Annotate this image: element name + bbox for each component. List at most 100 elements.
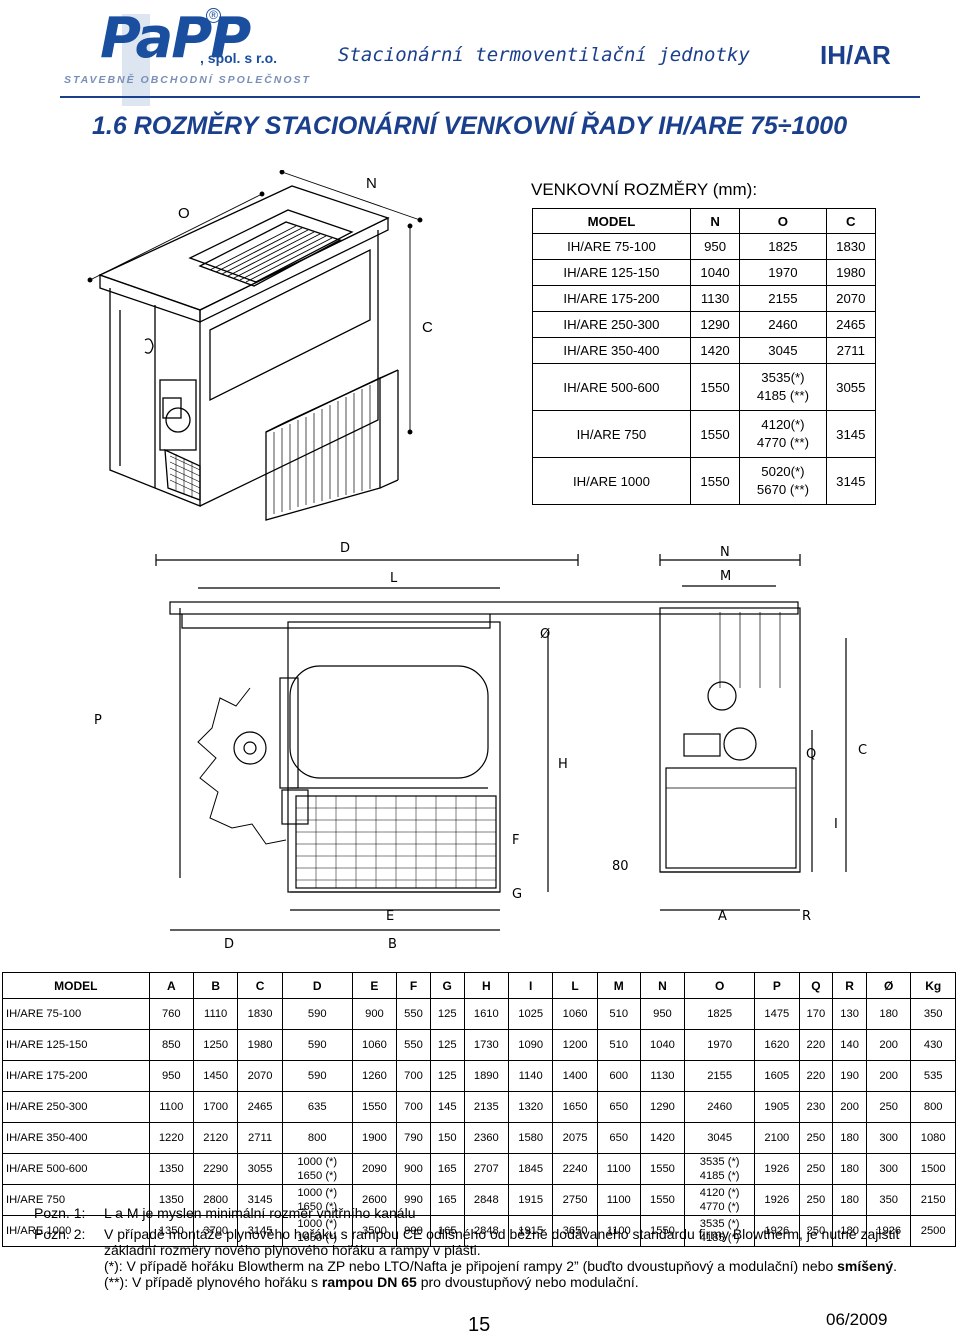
table-cell: 900	[396, 1153, 431, 1185]
table-cell: 125	[429, 1029, 465, 1061]
col-header: MODEL	[2, 972, 150, 999]
cell-line: 590	[307, 1008, 327, 1020]
table-cell: 1350	[148, 1184, 194, 1216]
table-cell: IH/ARE 175-200	[532, 285, 691, 312]
table-cell: 510	[596, 998, 641, 1030]
diagram2-label: 80	[612, 859, 629, 874]
table-cell: 550	[396, 1029, 431, 1061]
diagram2-label: F	[512, 833, 519, 848]
col-header: MODEL	[532, 208, 691, 234]
table-cell: 140	[832, 1029, 867, 1061]
table-cell: 300	[865, 1153, 912, 1185]
table-cell: 3500	[351, 1215, 398, 1247]
table-cell: 230	[798, 1091, 834, 1123]
table-cell: 180	[832, 1153, 867, 1185]
table-cell: 1610	[463, 998, 509, 1030]
table-cell: 510	[596, 1029, 641, 1061]
registered-icon: ®	[206, 8, 221, 23]
table-cell: 1090	[507, 1029, 554, 1061]
table-cell: 3045	[684, 1122, 756, 1154]
table-cell: 1060	[351, 1029, 398, 1061]
table-cell: 600	[596, 1060, 641, 1092]
table-cell: 1350	[148, 1215, 194, 1247]
table-cell: 1980	[237, 1029, 283, 1061]
diagram1-label-c: C	[422, 319, 433, 336]
logo-spol: , spol. s r.o.	[200, 50, 278, 66]
dimensions-table: MODEL A B C D E F G H I L M N O P Q R Ø …	[2, 972, 956, 1247]
note-star2-c: pro dvoustupňový nebo modulační.	[416, 1274, 639, 1290]
diagram2-label: A	[718, 909, 727, 924]
table-cell: 1580	[507, 1122, 554, 1154]
diagram2-label: Ø	[540, 627, 550, 642]
cell-line: 4185 (**)	[756, 388, 809, 403]
col-header: N	[639, 972, 686, 999]
table-cell: 5020(*)5670 (**)	[739, 457, 827, 505]
col-header: C	[237, 972, 283, 999]
note-star2-a: (**): V případě plynového hořáku s	[104, 1274, 322, 1290]
table-cell: 2360	[463, 1122, 509, 1154]
table-cell: 1100	[596, 1153, 641, 1185]
note2-line: základní rozměry nového plynového hořáku…	[104, 1242, 481, 1258]
page-number: 15	[468, 1314, 491, 1336]
table-cell: 3700	[192, 1215, 239, 1247]
table-cell: 250	[798, 1184, 834, 1216]
table-cell: 1550	[351, 1091, 398, 1123]
cell-line: 4185 (*)	[699, 1232, 740, 1244]
table-cell: 590	[281, 1029, 353, 1061]
table-cell: 1260	[351, 1060, 398, 1092]
table-cell: 2711	[237, 1122, 283, 1154]
header-divider	[60, 96, 920, 98]
table-cell: 180	[832, 1184, 867, 1216]
table-cell: 790	[396, 1122, 431, 1154]
table-cell: 1100	[596, 1184, 641, 1216]
table-cell: 1290	[639, 1091, 686, 1123]
table-cell: 760	[148, 998, 194, 1030]
table-cell: 2460	[684, 1091, 756, 1123]
table-cell: 2465	[825, 311, 877, 338]
diagram2-label: C	[858, 743, 867, 758]
table-cell: 1970	[739, 259, 827, 286]
table-header-row: MODEL N O C	[532, 208, 877, 234]
table-cell: 1845	[507, 1153, 554, 1185]
table-cell: 1550	[639, 1153, 686, 1185]
table-cell: 145	[429, 1091, 465, 1123]
table-cell: 1475	[754, 998, 800, 1030]
table-cell: 2070	[237, 1060, 283, 1092]
table-cell: 200	[865, 1060, 912, 1092]
col-header: Kg	[910, 972, 956, 999]
table-cell: 125	[429, 1060, 465, 1092]
table-cell: 300	[865, 1122, 912, 1154]
diagram2-label: N	[720, 545, 730, 560]
header-subtitle: Stacionární termoventilační jednotky	[338, 44, 750, 66]
table-cell: 2100	[754, 1122, 800, 1154]
table-cell: 1420	[689, 337, 741, 364]
table-cell: IH/ARE 750	[2, 1184, 150, 1216]
table-cell: IH/ARE 500-600	[2, 1153, 150, 1185]
table-cell: 1550	[689, 410, 741, 458]
table-cell: 1905	[754, 1091, 800, 1123]
table-cell: 150	[429, 1122, 465, 1154]
col-header: I	[507, 972, 554, 999]
table-cell: 3650	[552, 1215, 598, 1247]
table-cell: 250	[798, 1153, 834, 1185]
table-cell: 1730	[463, 1029, 509, 1061]
table-cell: 130	[832, 998, 867, 1030]
header-code: IH/AR	[820, 40, 891, 70]
table-cell: 350	[865, 1184, 912, 1216]
table-cell: 3055	[237, 1153, 283, 1185]
table-cell: 1980	[825, 259, 877, 286]
note-star1-a: (*): V případě hořáku Blowtherm na ZP ne…	[104, 1258, 838, 1274]
cell-line: 5020(*)	[761, 464, 805, 479]
table-cell: 1080	[910, 1122, 956, 1154]
unit-section-drawing: D L N M P Ø H Q C I F G 80 E A R D B	[94, 541, 867, 952]
table-cell: IH/ARE 500-600	[532, 363, 691, 411]
cell-line: 3535 (*)	[699, 1156, 740, 1168]
table-cell: 2120	[192, 1122, 239, 1154]
